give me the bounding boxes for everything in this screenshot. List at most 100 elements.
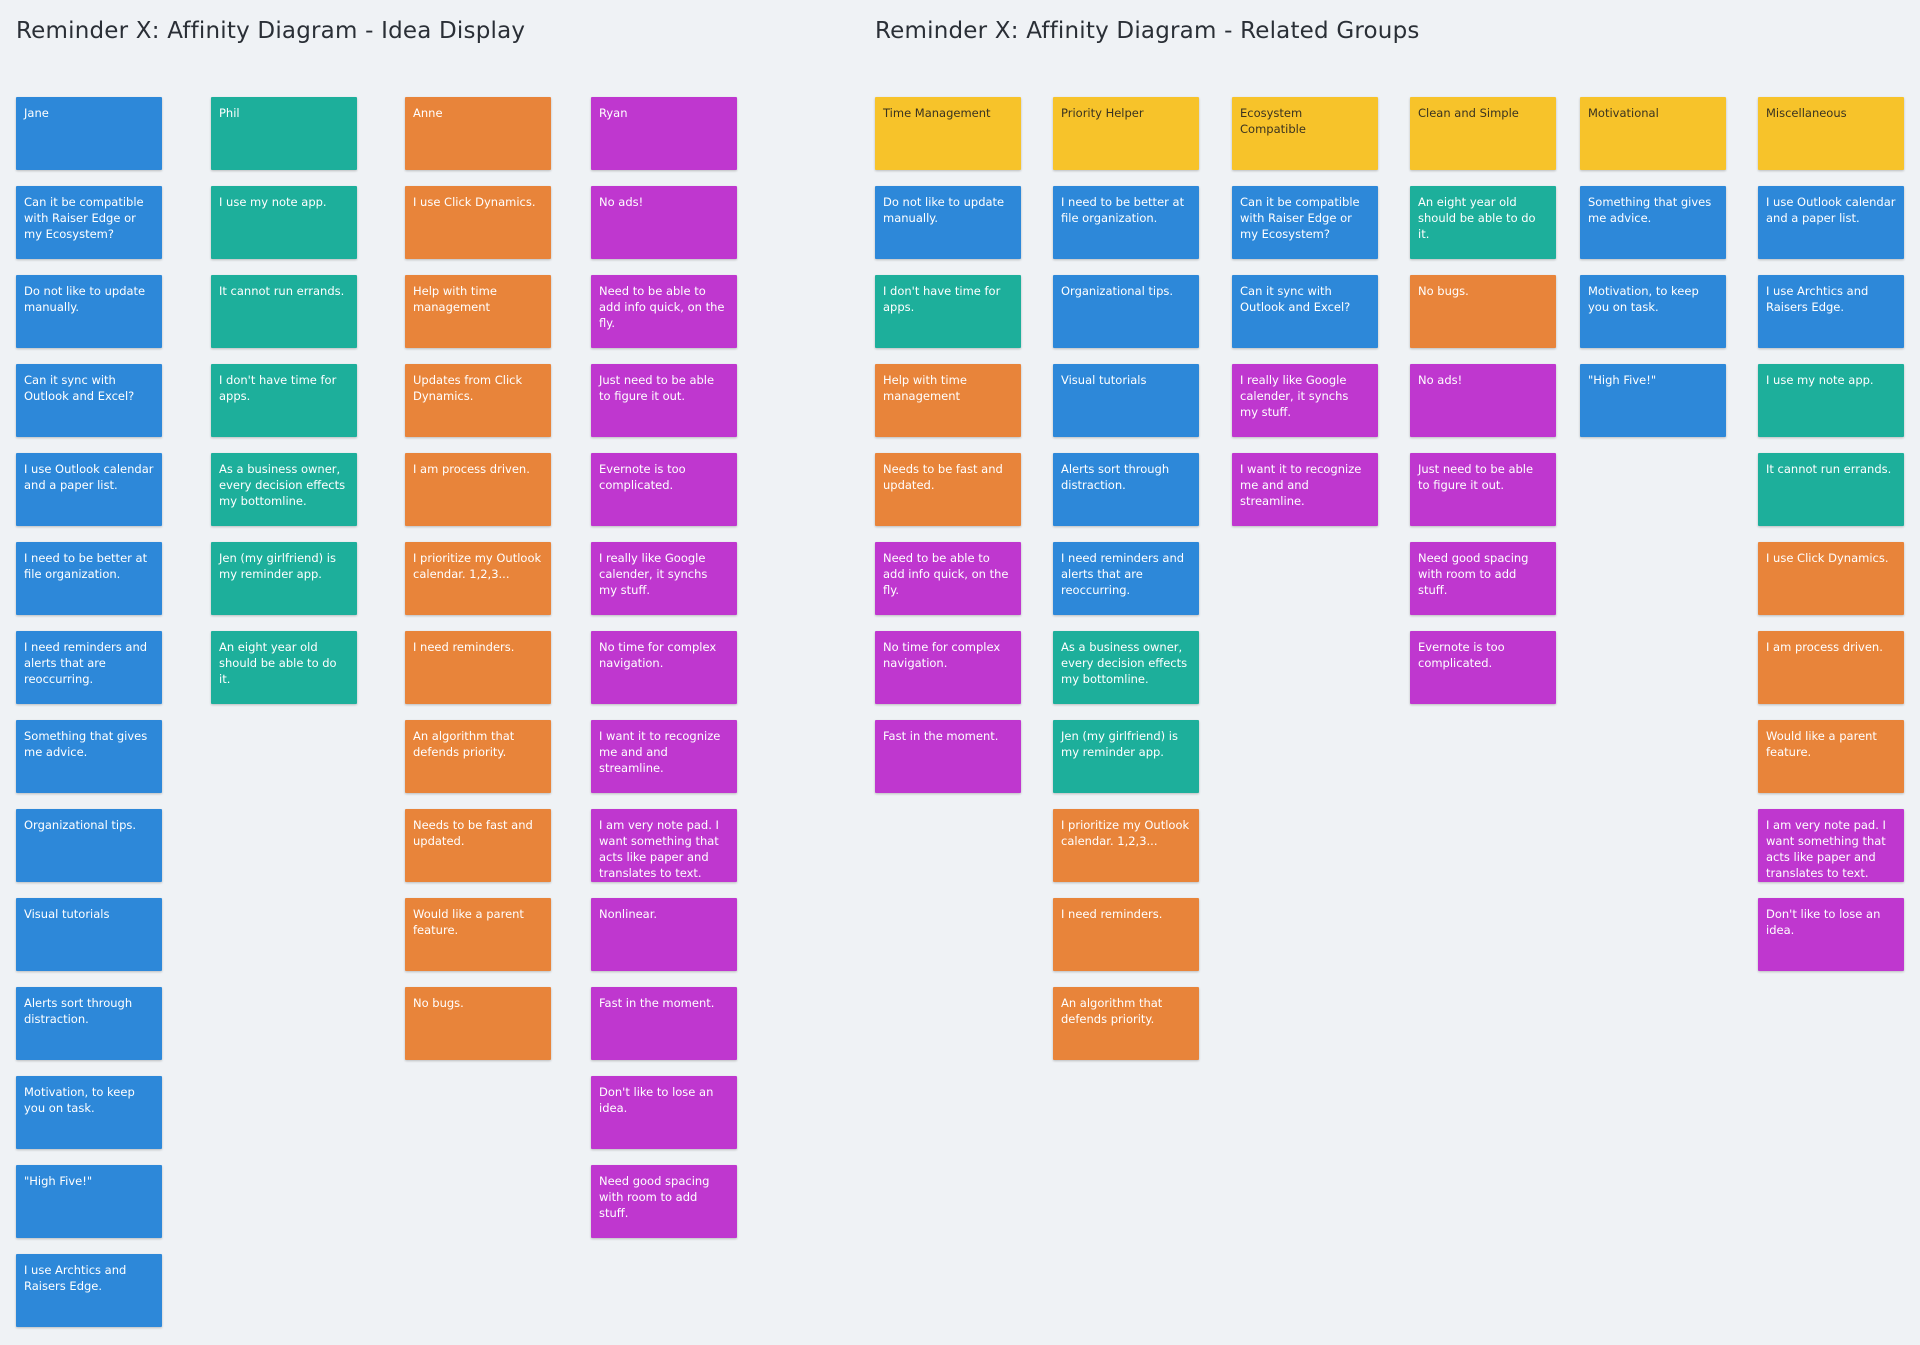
sticky-note[interactable]: Can it be compatible with Raiser Edge or… xyxy=(16,186,162,259)
sticky-note[interactable]: Jen (my girlfriend) is my reminder app. xyxy=(211,542,357,615)
sticky-note[interactable]: I want it to recognize me and and stream… xyxy=(1232,453,1378,526)
sticky-note[interactable]: I need reminders and alerts that are reo… xyxy=(16,631,162,704)
sticky-note[interactable]: Evernote is too complicated. xyxy=(591,453,737,526)
sticky-note[interactable]: An algorithm that defends priority. xyxy=(1053,987,1199,1060)
sticky-note[interactable]: I need to be better at file organization… xyxy=(1053,186,1199,259)
sticky-note[interactable]: An eight year old should be able to do i… xyxy=(211,631,357,704)
sticky-note[interactable]: No bugs. xyxy=(1410,275,1556,348)
sticky-note[interactable]: Needs to be fast and updated. xyxy=(875,453,1021,526)
sticky-note[interactable]: Something that gives me advice. xyxy=(16,720,162,793)
idea-column: Phil I use my note app. It cannot run erra… xyxy=(211,97,357,720)
sticky-note[interactable]: I use Archtics and Raisers Edge. xyxy=(1758,275,1904,348)
group-column: Miscellaneous I use Outlook calendar and … xyxy=(1758,97,1904,987)
sticky-note[interactable]: I really like Google calender, it synchs… xyxy=(591,542,737,615)
sticky-note[interactable]: I need reminders. xyxy=(1053,898,1199,971)
related-groups-title: Reminder X: Affinity Diagram - Related G… xyxy=(875,18,1420,44)
sticky-note[interactable]: I need reminders and alerts that are reo… xyxy=(1053,542,1199,615)
sticky-note[interactable]: "High Five!" xyxy=(16,1165,162,1238)
sticky-note[interactable]: No bugs. xyxy=(405,987,551,1060)
sticky-note[interactable]: Don't like to lose an idea. xyxy=(591,1076,737,1149)
sticky-note[interactable]: I want it to recognize me and and stream… xyxy=(591,720,737,793)
sticky-note[interactable]: As a business owner, every decision effe… xyxy=(211,453,357,526)
column-header-note[interactable]: Miscellaneous xyxy=(1758,97,1904,170)
sticky-note[interactable]: Alerts sort through distraction. xyxy=(1053,453,1199,526)
column-header-note[interactable]: Phil xyxy=(211,97,357,170)
sticky-note[interactable]: Organizational tips. xyxy=(16,809,162,882)
sticky-note[interactable]: Evernote is too complicated. xyxy=(1410,631,1556,704)
column-header-note[interactable]: Priority Helper xyxy=(1053,97,1199,170)
sticky-note[interactable]: I use my note app. xyxy=(211,186,357,259)
sticky-note[interactable]: Fast in the moment. xyxy=(875,720,1021,793)
sticky-note[interactable]: I am very note pad. I want something tha… xyxy=(591,809,737,882)
sticky-note[interactable]: I don't have time for apps. xyxy=(875,275,1021,348)
idea-column: Anne I use Click Dynamics. Help with time … xyxy=(405,97,551,1076)
column-header-note[interactable]: Clean and Simple xyxy=(1410,97,1556,170)
column-header-note[interactable]: Jane xyxy=(16,97,162,170)
sticky-note[interactable]: Needs to be fast and updated. xyxy=(405,809,551,882)
sticky-note[interactable]: Need good spacing with room to add stuff… xyxy=(1410,542,1556,615)
sticky-note[interactable]: Would like a parent feature. xyxy=(405,898,551,971)
idea-column: Ryan No ads! Need to be able to add info q… xyxy=(591,97,737,1254)
sticky-note[interactable]: Visual tutorials xyxy=(16,898,162,971)
sticky-note[interactable]: "High Five!" xyxy=(1580,364,1726,437)
sticky-note[interactable]: I need reminders. xyxy=(405,631,551,704)
sticky-note[interactable]: Alerts sort through distraction. xyxy=(16,987,162,1060)
sticky-note[interactable]: It cannot run errands. xyxy=(211,275,357,348)
sticky-note[interactable]: Motivation, to keep you on task. xyxy=(16,1076,162,1149)
sticky-note[interactable]: I don't have time for apps. xyxy=(211,364,357,437)
sticky-note[interactable]: Can it be compatible with Raiser Edge or… xyxy=(1232,186,1378,259)
sticky-note[interactable]: Organizational tips. xyxy=(1053,275,1199,348)
sticky-note[interactable]: Help with time management xyxy=(405,275,551,348)
sticky-note[interactable]: Would like a parent feature. xyxy=(1758,720,1904,793)
sticky-note[interactable]: I use my note app. xyxy=(1758,364,1904,437)
sticky-note[interactable]: Updates from Click Dynamics. xyxy=(405,364,551,437)
sticky-note[interactable]: Need to be able to add info quick, on th… xyxy=(875,542,1021,615)
sticky-note[interactable]: I am process driven. xyxy=(405,453,551,526)
sticky-note[interactable]: An eight year old should be able to do i… xyxy=(1410,186,1556,259)
sticky-note[interactable]: An algorithm that defends priority. xyxy=(405,720,551,793)
sticky-note[interactable]: Can it sync with Outlook and Excel? xyxy=(1232,275,1378,348)
sticky-note[interactable]: I prioritize my Outlook calendar. 1,2,3.… xyxy=(1053,809,1199,882)
sticky-note[interactable]: Need to be able to add info quick, on th… xyxy=(591,275,737,348)
sticky-note[interactable]: Just need to be able to figure it out. xyxy=(1410,453,1556,526)
sticky-note[interactable]: I need to be better at file organization… xyxy=(16,542,162,615)
sticky-note[interactable]: Jen (my girlfriend) is my reminder app. xyxy=(1053,720,1199,793)
sticky-note[interactable]: No time for complex navigation. xyxy=(591,631,737,704)
sticky-note[interactable]: Just need to be able to figure it out. xyxy=(591,364,737,437)
sticky-note[interactable]: I am very note pad. I want something tha… xyxy=(1758,809,1904,882)
sticky-note[interactable]: I use Archtics and Raisers Edge. xyxy=(16,1254,162,1327)
sticky-note[interactable]: Do not like to update manually. xyxy=(875,186,1021,259)
column-header-note[interactable]: Ecosystem Compatible xyxy=(1232,97,1378,170)
column-header-note[interactable]: Time Management xyxy=(875,97,1021,170)
sticky-note[interactable]: I prioritize my Outlook calendar. 1,2,3.… xyxy=(405,542,551,615)
sticky-note[interactable]: Visual tutorials xyxy=(1053,364,1199,437)
column-header-note[interactable]: Ryan xyxy=(591,97,737,170)
sticky-note[interactable]: As a business owner, every decision effe… xyxy=(1053,631,1199,704)
sticky-note[interactable]: Something that gives me advice. xyxy=(1580,186,1726,259)
sticky-note[interactable]: I use Outlook calendar and a paper list. xyxy=(1758,186,1904,259)
column-header-note[interactable]: Anne xyxy=(405,97,551,170)
sticky-note[interactable]: Can it sync with Outlook and Excel? xyxy=(16,364,162,437)
sticky-note[interactable]: I use Outlook calendar and a paper list. xyxy=(16,453,162,526)
sticky-note[interactable]: I use Click Dynamics. xyxy=(405,186,551,259)
sticky-note[interactable]: No ads! xyxy=(1410,364,1556,437)
idea-display-title: Reminder X: Affinity Diagram - Idea Disp… xyxy=(16,18,526,44)
sticky-note[interactable]: Don't like to lose an idea. xyxy=(1758,898,1904,971)
sticky-note[interactable]: No time for complex navigation. xyxy=(875,631,1021,704)
sticky-note[interactable]: Motivation, to keep you on task. xyxy=(1580,275,1726,348)
sticky-note[interactable]: It cannot run errands. xyxy=(1758,453,1904,526)
sticky-note[interactable]: I really like Google calender, it synchs… xyxy=(1232,364,1378,437)
column-header-note[interactable]: Motivational xyxy=(1580,97,1726,170)
sticky-note[interactable]: I am process driven. xyxy=(1758,631,1904,704)
sticky-note[interactable]: I use Click Dynamics. xyxy=(1758,542,1904,615)
sticky-note[interactable]: Fast in the moment. xyxy=(591,987,737,1060)
sticky-note[interactable]: Nonlinear. xyxy=(591,898,737,971)
sticky-note[interactable]: Help with time management xyxy=(875,364,1021,437)
sticky-note[interactable]: Need good spacing with room to add stuff… xyxy=(591,1165,737,1238)
sticky-note[interactable]: No ads! xyxy=(591,186,737,259)
sticky-note[interactable]: Do not like to update manually. xyxy=(16,275,162,348)
group-column: Priority Helper I need to be better at fi… xyxy=(1053,97,1199,1076)
